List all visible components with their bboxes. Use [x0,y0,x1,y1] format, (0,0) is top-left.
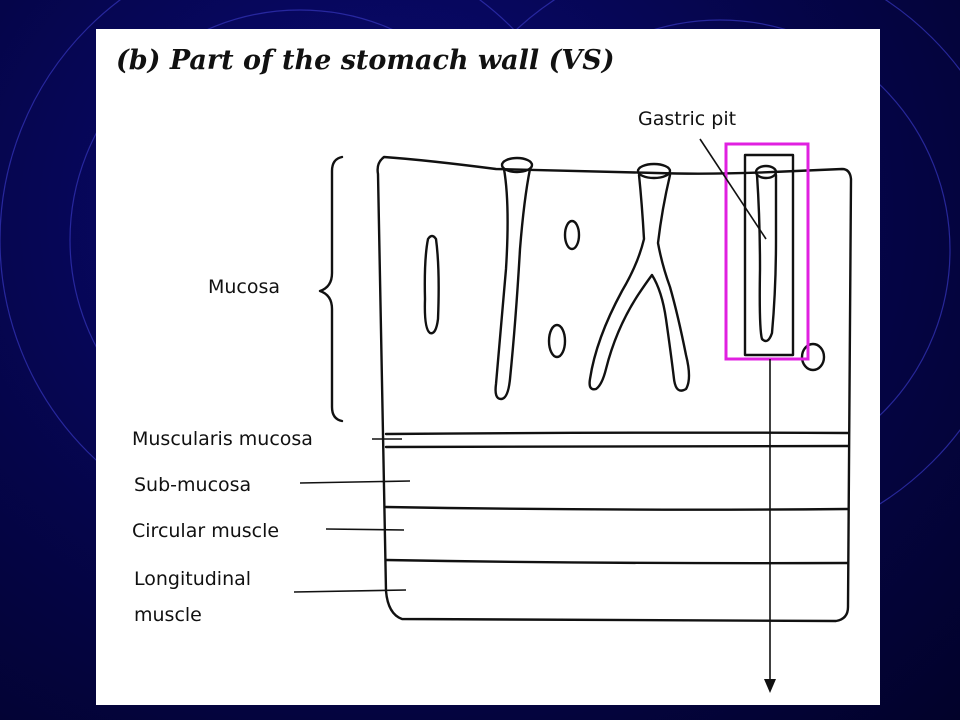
circular-muscle-leader [325,528,405,531]
muscularis-lower-boundary [384,444,850,449]
sub-mucosa-leader [299,480,411,484]
gastric-pit-label: Gastric pit [638,108,736,130]
gastric-pit-inset-frame [743,153,795,357]
branched-gastric-gland [588,173,691,392]
circular-muscle-lower-boundary [384,558,850,565]
wall-outline [376,155,853,623]
diagram-title: (b) Part of the stomach wall (VS) [116,45,615,76]
gland-section [547,323,567,359]
gland-section [563,219,581,251]
mucosa-brace [318,155,344,423]
gastric-pit-leader [699,138,767,240]
gastric-gland [494,167,532,401]
gastric-pit-opening [500,156,534,174]
diagram-panel: (b) Part of the stomach wall (VS) [96,29,880,705]
gastric-pit-opening [754,164,778,180]
gastric-pit-opening [636,162,672,180]
sub-mucosa-label: Sub-mucosa [134,474,251,496]
gland-section [423,234,440,335]
highlighted-gastric-gland [755,173,778,343]
gastric-pit-highlight-box [724,142,810,361]
longitudinal-muscle-label: Longitudinal [134,568,251,590]
submucosa-lower-boundary [384,505,850,511]
gland-section [800,342,826,372]
muscularis-upper-boundary [384,431,850,436]
muscularis-mucosa-label: Muscularis mucosa [132,428,313,450]
stomach-wall-diagram: (b) Part of the stomach wall (VS) [116,45,853,693]
section-arrow-head [764,679,776,693]
circular-muscle-label: Circular muscle [132,520,279,542]
longitudinal-muscle-label-line2: muscle [134,604,202,626]
mucosa-label: Mucosa [208,276,280,298]
longitudinal-muscle-leader [293,589,407,593]
